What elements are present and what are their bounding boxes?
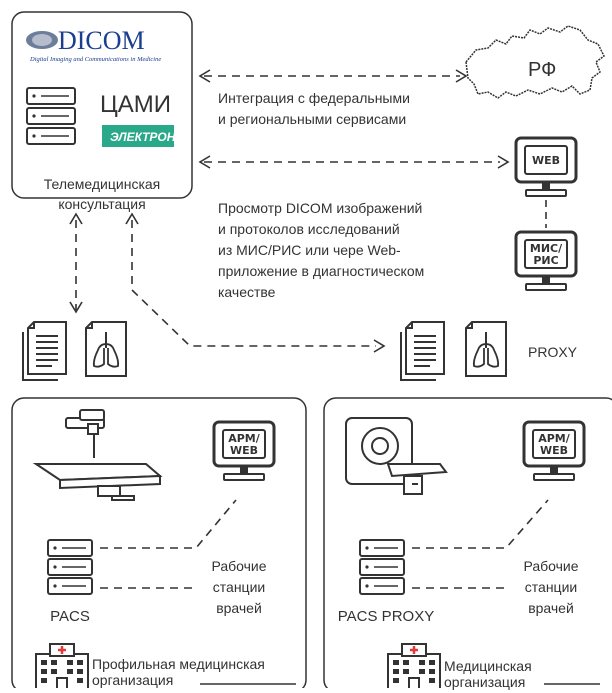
ct-scanner-icon [345,417,448,495]
elektron-logo: ЭЛЕКТРОН [102,125,176,147]
mis-monitor-icon: МИС/ РИС [514,230,578,292]
right-pacs-proxy-server-icon [359,539,405,595]
cami-label: ЦАМИ [100,91,171,118]
right-org-caption-line2: организация [444,674,526,690]
left-workstation-links [100,499,237,589]
left-pacs-server-icon [47,539,93,595]
proxy-lungs-scan-icon [465,321,507,377]
left-workstations-line1: Рабочие [211,558,267,574]
left-org-caption-2: организация [92,670,202,691]
right-hospital-icon [386,642,442,688]
right-workstations-line3: врачей [528,600,574,616]
lungs-scan-icon [85,321,127,377]
xray-machine-icon [32,409,163,501]
left-pacs-label: PACS [50,608,90,625]
telemed-caption-line1: Телемедицинская [43,176,161,192]
telemed-server-icon [26,87,76,145]
svg-text:РФ: РФ [528,59,556,81]
left-workstations-line2: станции [212,579,266,595]
left-arm-web-monitor-icon: АРМ/ WEB [212,420,276,482]
proxy-document-icon [400,321,445,381]
left-org-caption-line1: Профильная медицинская [92,656,265,672]
right-org-box [323,397,612,688]
svg-text:АРМ/: АРМ/ [538,432,571,445]
left-org-box [11,397,307,688]
svg-text:ЭЛЕКТРОН: ЭЛЕКТРОН [110,130,176,144]
right-workstation-links [412,499,549,589]
svg-text:WEB: WEB [230,444,258,457]
viewing-text-line1: Просмотр DICOM изображений [218,200,423,216]
federal-text-line2: и региональными сервисами [218,111,407,127]
federal-text-line1: Интеграция с федеральными [218,90,410,106]
svg-text:РИС: РИС [533,254,558,267]
proxy-label: PROXY [528,344,578,360]
left-org-caption: Профильная медицинская [92,654,306,675]
left-workstations-line3: врачей [216,600,262,616]
telemed-caption-2: консультация [14,194,190,215]
right-org-caption: Медицинская [444,656,594,677]
right-workstations-line1: Рабочие [523,558,579,574]
web-monitor-icon: WEB [514,136,578,198]
left-workstations-text: Рабочие станции врачей [196,556,282,619]
viewing-text-line4: приложение в диагностическом [218,263,425,279]
document-icon [22,321,67,381]
viewing-text-line5: качестве [218,284,276,300]
viewing-text: Просмотр DICOM изображений и протоколов … [218,198,498,303]
right-pacs-proxy-label: PACS PROXY [337,608,435,625]
right-workstations-line2: станции [524,579,578,595]
viewing-text-line3: из МИС/РИС или чере Web- [218,242,401,258]
telemed-box [11,11,193,199]
telemed-caption: Телемедицинская [14,174,190,195]
svg-text:АРМ/: АРМ/ [228,432,261,445]
telemed-proxy-arrow [131,220,376,347]
russia-map-icon: РФ [465,25,605,99]
svg-text:DICOM: DICOM [58,26,145,55]
svg-text:МИС/: МИС/ [530,242,563,255]
federal-text: Интеграция с федеральными и региональным… [218,88,478,130]
left-org-caption-line2: организация [92,672,174,688]
svg-text:WEB: WEB [532,154,560,167]
right-org-caption-2: организация [444,672,544,693]
right-org-caption-line1: Медицинская [444,658,532,674]
dicom-logo: DICOM Digital Imaging and Communications… [26,26,161,63]
right-workstations-text: Рабочие станции врачей [506,556,596,619]
right-arm-web-monitor-icon: АРМ/ WEB [522,420,586,482]
left-hospital-icon [34,642,90,688]
svg-text:Digital Imaging and Communicat: Digital Imaging and Communications in Me… [29,56,161,63]
svg-text:WEB: WEB [540,444,568,457]
viewing-text-line2: и протоколов исследований [218,221,400,237]
telemed-caption-line2: консультация [58,196,146,212]
